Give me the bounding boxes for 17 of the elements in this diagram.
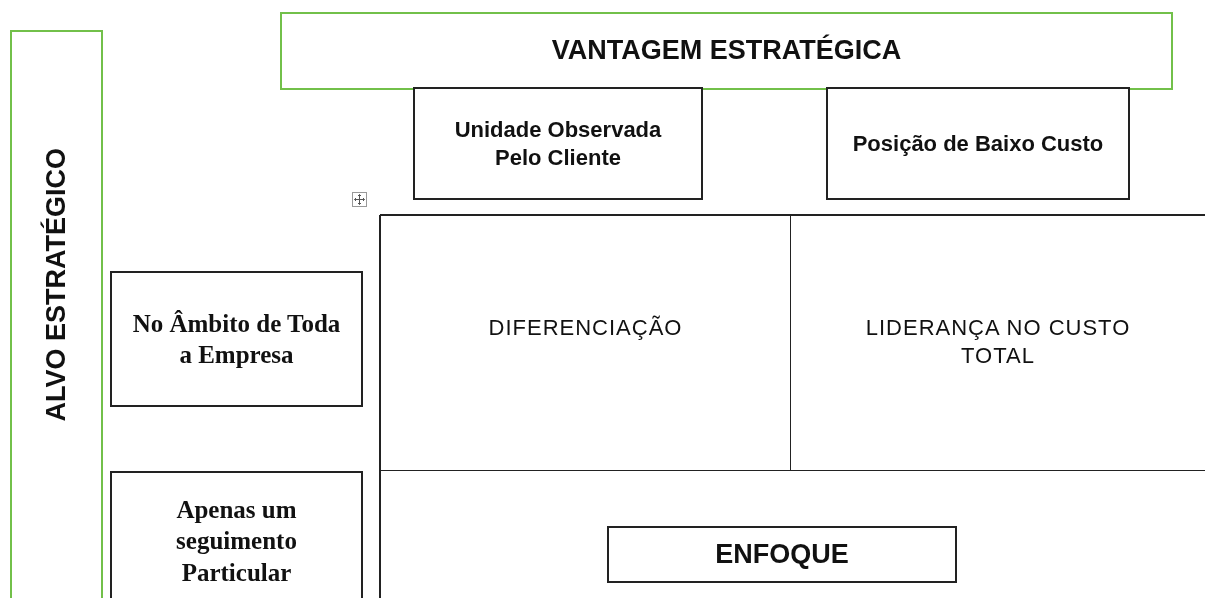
label-text: VANTAGEM ESTRATÉGICA [551,34,902,68]
column-heading-box [413,87,703,200]
matrix-cell [381,216,790,470]
label-text: Unidade Observada Pelo Cliente [453,116,663,171]
row-heading-box [110,271,363,407]
side-header-box [10,30,103,598]
label-text: LIDERANÇA NO CUSTO TOTAL [864,314,1132,369]
label-text: No Âmbito de Toda a Empresa [131,308,342,370]
label-text: Apenas um seguimento Particular [175,495,298,588]
label-text: Posição de Baixo Custo [852,129,1104,158]
label-text: ALVO ESTRATÉGICO [39,148,72,422]
label-text: ENFOQUE [715,537,849,571]
column-heading-box [826,87,1130,200]
label-text: DIFERENCIAÇÃO [488,314,683,342]
row-heading-box [110,471,363,598]
header-box [280,12,1173,90]
strategy-box [607,526,957,583]
